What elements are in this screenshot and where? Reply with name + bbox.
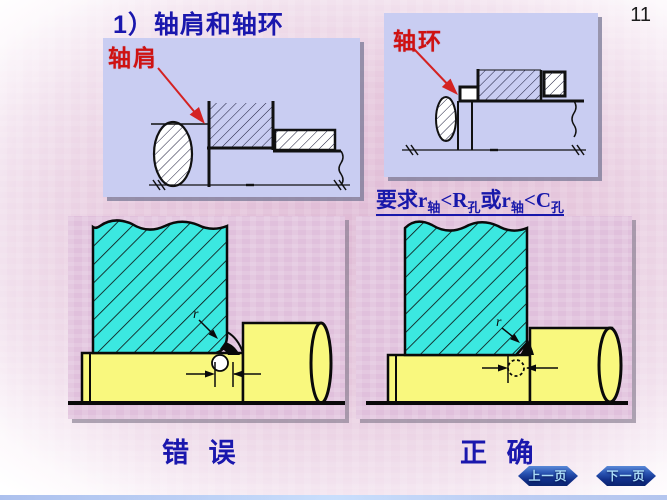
formula-var-r1: r xyxy=(418,188,428,212)
formula-var-R: R xyxy=(452,188,468,212)
caption-wrong: 错 误 xyxy=(162,438,242,468)
page-number: 11 xyxy=(630,4,651,26)
gap-dimension: r xyxy=(186,307,261,387)
formula-var-r2: r xyxy=(501,188,511,212)
wrong-assembly-drawing: r xyxy=(68,219,345,405)
panel-correct-example: r xyxy=(356,216,632,419)
shaft-yellow xyxy=(386,326,623,405)
shoulder-section-view xyxy=(149,101,350,191)
page-title: 1）轴肩和轴环 xyxy=(113,11,284,39)
requirement-formula: 要求r轴<R孔或r轴<C孔 xyxy=(376,184,564,216)
gap-dimension: r xyxy=(482,315,558,383)
collar-label: 轴环 xyxy=(393,28,443,54)
formula-text-1: 要求 xyxy=(376,189,418,212)
collar-section-view xyxy=(402,69,586,156)
shaft-collar-drawing xyxy=(402,48,586,156)
formula-sub-4: 孔 xyxy=(550,200,564,215)
next-page-button[interactable]: 下一页 xyxy=(596,466,656,486)
slide-bottom-border xyxy=(0,495,667,500)
formula-var-C: C xyxy=(535,188,551,212)
fillet-detail xyxy=(520,338,534,355)
formula-lt-1: < xyxy=(440,188,453,212)
formula-lt-2: < xyxy=(523,188,536,212)
shaft-shoulder-drawing xyxy=(149,67,350,191)
panel-shaft-collar: 轴环 xyxy=(384,13,598,177)
caption-correct: 正 确 xyxy=(460,438,540,468)
panel-wrong-example: r xyxy=(68,216,345,419)
previous-page-button[interactable]: 上一页 xyxy=(518,466,578,486)
shoulder-pointer-arrow xyxy=(157,67,205,124)
radius-label: r xyxy=(193,307,199,322)
hub-cyan xyxy=(403,220,529,357)
formula-sub-2: 孔 xyxy=(467,200,481,215)
panel-shaft-shoulder: 轴肩 xyxy=(103,38,360,197)
shoulder-label: 轴肩 xyxy=(108,45,158,71)
fillet-detail xyxy=(220,331,244,355)
formula-sub-3: 轴 xyxy=(510,200,524,215)
correct-assembly-drawing: r xyxy=(366,220,628,405)
collar-pointer-arrow xyxy=(413,48,458,95)
hub-cyan xyxy=(91,219,229,355)
formula-text-or: 或 xyxy=(480,189,502,212)
radius-label: r xyxy=(496,315,502,330)
formula-sub-1: 轴 xyxy=(427,200,441,215)
